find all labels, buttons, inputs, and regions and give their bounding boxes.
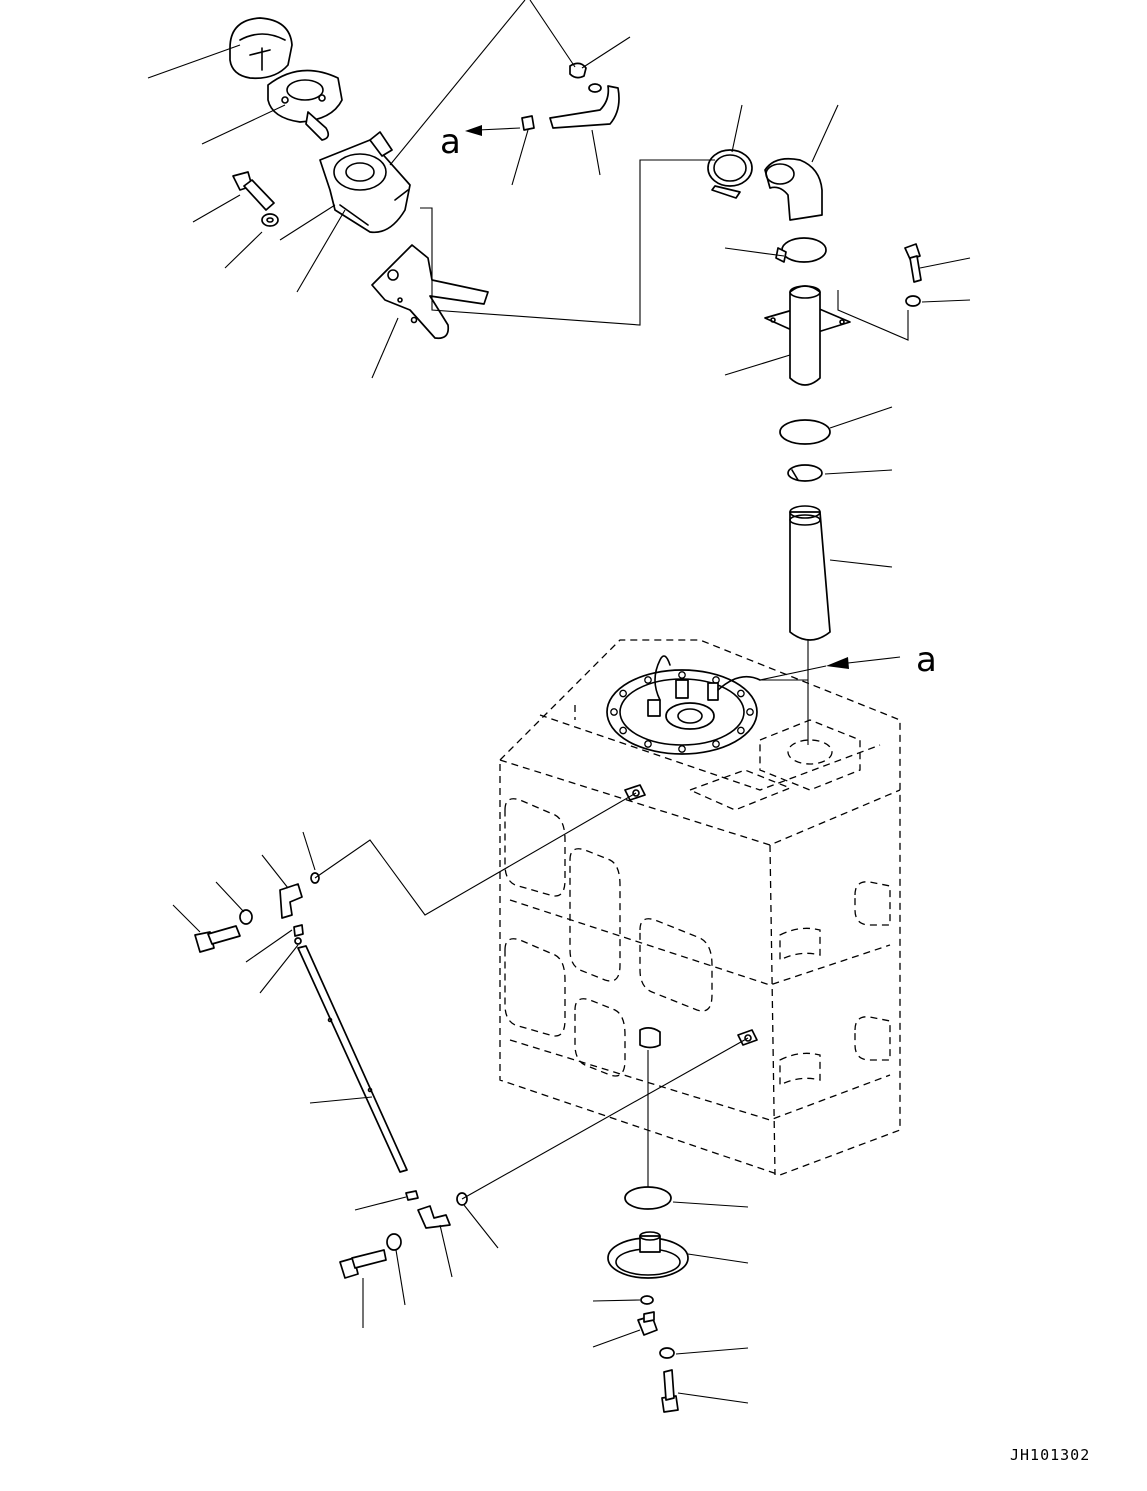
drain-plug [637,1311,658,1336]
o-ring-drain [640,1295,654,1305]
strainer [789,505,831,641]
nipple-lower [405,1190,419,1201]
flange-bolt-head [678,745,686,753]
flange-bolt-head [712,740,720,748]
drawing-code: JH101302 [1010,1446,1090,1464]
cap-base-with-strainer [267,69,343,141]
bolt-left [232,171,275,211]
assembly-lines [279,0,909,1200]
view-marker-label-lower: a [916,640,937,680]
filler-neck-housing [319,131,411,234]
fuel-tank-body [499,639,901,1176]
filler-pipe [764,285,851,386]
banjo-bolt-upper [194,925,241,953]
drain-cover [607,1231,689,1279]
tank-boss-lower [639,1027,758,1049]
view-marker-upper: a [440,122,521,162]
hose-band-lower [775,237,827,263]
flange-bolt-head [644,676,652,684]
flange-bolt-head [644,740,652,748]
washer-bottom [659,1347,675,1359]
washer-upper-left [239,909,253,925]
gauge-mounting-flange [606,655,761,755]
elbow-hose [764,157,823,221]
flange-bolt-head [746,708,754,716]
flange-bolt-head [619,726,627,735]
hose-clip [569,62,587,79]
flange-bolt-head [610,708,618,716]
banjo-bolt-lower [339,1249,387,1279]
flange-bolt-head [737,689,745,698]
view-marker-label-upper: a [440,122,461,162]
gauge-pipe [297,945,408,1173]
washer-lower-left [386,1233,402,1251]
snap-ring [787,464,823,482]
elbow-fitting-lower [417,1205,451,1229]
washer-right [905,295,921,307]
filler-cap [229,17,293,80]
nipple-upper [293,924,304,945]
mounting-bracket [371,244,489,340]
o-ring-bottom [624,1186,672,1210]
hose-band-upper [707,149,753,199]
breather-hose [549,83,620,129]
flange-bolt-head [737,726,745,735]
bolt-right [904,243,922,283]
flange-bolt-head [619,689,627,698]
bolt-bottom [661,1369,679,1413]
breather-fitting [521,115,535,131]
view-marker-lower: a [759,640,937,681]
elbow-fitting-upper [279,883,303,919]
o-ring-upper [779,419,831,445]
flange-bolt-head [678,671,686,679]
washer-left [261,213,279,227]
leader-lines [147,36,971,1404]
